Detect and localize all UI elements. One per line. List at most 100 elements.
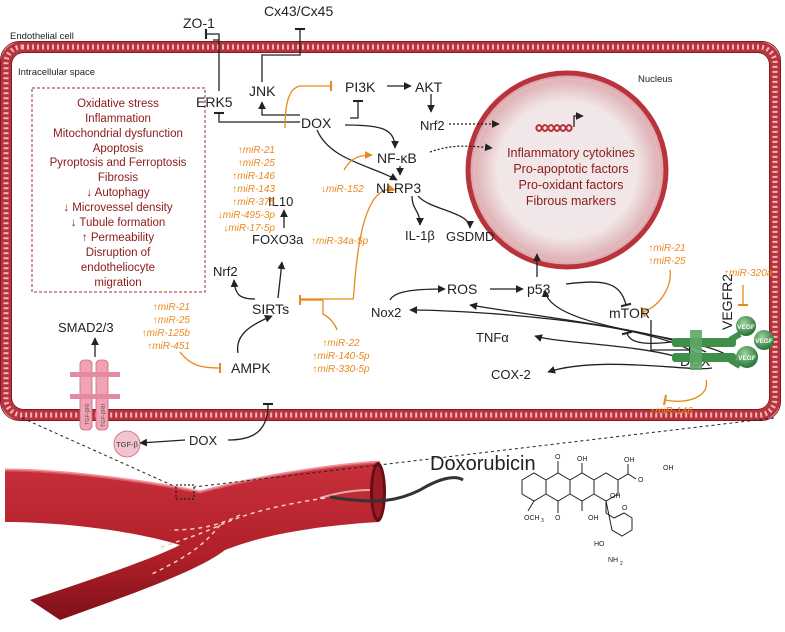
effect-item: Apoptosis (93, 143, 144, 155)
vegfr2-label: VEGFR2 (719, 274, 735, 330)
effect-item: ↓ Tubule formation (71, 217, 166, 229)
chem-atom: O (555, 515, 561, 522)
node-nfkb: NF-κB (377, 150, 417, 166)
node-cox2: COX-2 (491, 367, 531, 382)
drug-name: Doxorubicin (430, 453, 536, 475)
dna-icon (535, 112, 584, 132)
node-akt: AKT (415, 79, 443, 95)
effect-item: endotheliocyte (81, 262, 155, 274)
node-tnfa: TNFα (476, 330, 509, 345)
chem-atom: OH (577, 456, 588, 463)
mirna-label: ↑miR-125b (142, 328, 191, 339)
mirna-label: ↑miR-22 (322, 338, 360, 349)
effect-item: Mitochondrial dysfunction (53, 128, 183, 140)
chem-atom: OH (588, 515, 599, 522)
node-smad23: SMAD2/3 (58, 320, 114, 335)
mirna-label: ↑miR-25 (648, 256, 686, 267)
nucleus-item: Fibrous markers (526, 194, 616, 208)
mirna-label: ↑miR-21 (238, 145, 275, 156)
mirna-nfkb-label: ↓miR-152 (321, 184, 364, 195)
vegf-label: VEGF (737, 324, 755, 331)
vegf-label: VEGF (738, 355, 756, 362)
mirna-label: ↑miR-21 (648, 243, 685, 254)
zoom-line-left (21, 417, 177, 488)
nucleus-items: Inflammatory cytokines Pro-apoptotic fac… (507, 146, 635, 208)
tgfb-label: TGF-β (116, 440, 138, 449)
mirna-group-mtor: ↑miR-21 ↑miR-25 (648, 243, 686, 267)
mirna-label: ↑miR-451 (147, 341, 190, 352)
effect-item: Disruption of (86, 247, 151, 259)
chem-atom: 2 (620, 561, 623, 567)
vegf-molecules: VEGF VEGF VEGF (736, 316, 774, 368)
mirna-label: ↑miR-140-5p (312, 351, 370, 362)
node-pi3k: PI3K (345, 79, 376, 95)
node-mtor: mTOR (609, 305, 650, 321)
nucleus-item: Pro-oxidant factors (519, 178, 624, 192)
node-erk5: ERK5 (196, 94, 233, 110)
mirna-label: ↑miR-25 (238, 158, 276, 169)
mirna-arrows (179, 80, 749, 406)
node-labels: ZO-1 Cx43/Cx45 ERK5 JNK PI3K AKT DOX Nrf… (58, 3, 711, 448)
chem-labels: O OH O OH OH OH OCH 3 O OH O HO NH 2 (524, 454, 674, 567)
vegf-label: VEGF (755, 338, 773, 345)
intracellular-space-label: Intracellular space (18, 67, 95, 78)
node-sirts: SIRTs (252, 301, 289, 317)
node-foxo3a: FOXO3a (252, 232, 304, 247)
mirna-label: ↑miR-143 (232, 184, 275, 195)
effects-box (31, 87, 206, 293)
effect-item: Fibrosis (98, 172, 139, 184)
zoom-line-right (193, 417, 775, 488)
chem-atom: 3 (541, 518, 544, 524)
zoom-box (175, 484, 195, 500)
mirna-label: ↑miR-146 (232, 171, 275, 182)
node-dox-top: DOX (301, 115, 332, 131)
tgfbrii-label: TGF-βRII (101, 404, 107, 427)
chem-atom: O (622, 505, 628, 512)
node-il1b: IL-1β (405, 228, 435, 243)
effect-item: ↑ Permeability (82, 232, 154, 244)
effects-list: Oxidative stress Inflammation Mitochondr… (50, 98, 187, 289)
effect-item: Inflammation (85, 113, 151, 125)
mirna-label: ↑miR-25 (153, 315, 191, 326)
mirna-group-ampk: ↑miR-21 ↑miR-25 ↑miR-125b ↑miR-451 (142, 302, 191, 352)
mirna-nlrp3-label: ↑miR-34a-5p (311, 236, 369, 247)
tgfbri-label: TGF-βRI (85, 403, 91, 425)
mirna-label: ↑miR-330-5p (312, 364, 370, 375)
chem-atom: O (638, 477, 644, 484)
mirna-label: ↑miR-375 (232, 197, 275, 208)
node-ros: ROS (447, 281, 477, 297)
doxorubicin-structure (521, 461, 637, 537)
node-ampk: AMPK (231, 360, 271, 376)
node-p53: p53 (527, 281, 551, 297)
node-cx43-cx45: Cx43/Cx45 (264, 3, 333, 19)
nucleus-item: Inflammatory cytokines (507, 146, 635, 160)
chem-atom: OCH (524, 515, 540, 522)
node-gsdmd: GSDMD (446, 229, 494, 244)
effect-item: ↓ Autophagy (86, 187, 150, 199)
chem-atom: O (555, 454, 561, 461)
effect-item: migration (94, 277, 141, 289)
nucleus (465, 70, 669, 270)
node-nrf2-left: Nrf2 (213, 264, 238, 279)
effect-item: ↓ Microvessel density (63, 202, 173, 214)
mirna-group-sirts: ↑miR-22 ↑miR-140-5p ↑miR-330-5p (312, 338, 370, 375)
chem-atom: OH (624, 457, 635, 464)
node-nox2: Nox2 (371, 305, 401, 320)
cell-label: Endothelial cell (10, 31, 74, 42)
node-nlrp3: NLRP3 (376, 180, 421, 196)
node-jnk: JNK (249, 83, 276, 99)
vegfr2-receptor (672, 330, 742, 370)
mirna-label: ↓miR-495-3p (218, 210, 276, 221)
node-nrf2-top: Nrf2 (420, 118, 445, 133)
tgfb-receptor: TGF-βRI TGF-βRII TGF-β (70, 359, 141, 458)
nucleus-item: Pro-apoptotic factors (513, 162, 628, 176)
node-dox-bottom: DOX (189, 433, 218, 448)
node-il10: IL10 (268, 194, 293, 209)
blood-vessel (4, 460, 386, 620)
mirna-vegf-label: ↑miR-320a (724, 268, 773, 279)
chem-atom: HO (594, 541, 605, 548)
effect-item: Pyroptosis and Ferroptosis (50, 157, 187, 169)
nucleus-label: Nucleus (638, 74, 673, 85)
node-zo1: ZO-1 (183, 15, 215, 31)
